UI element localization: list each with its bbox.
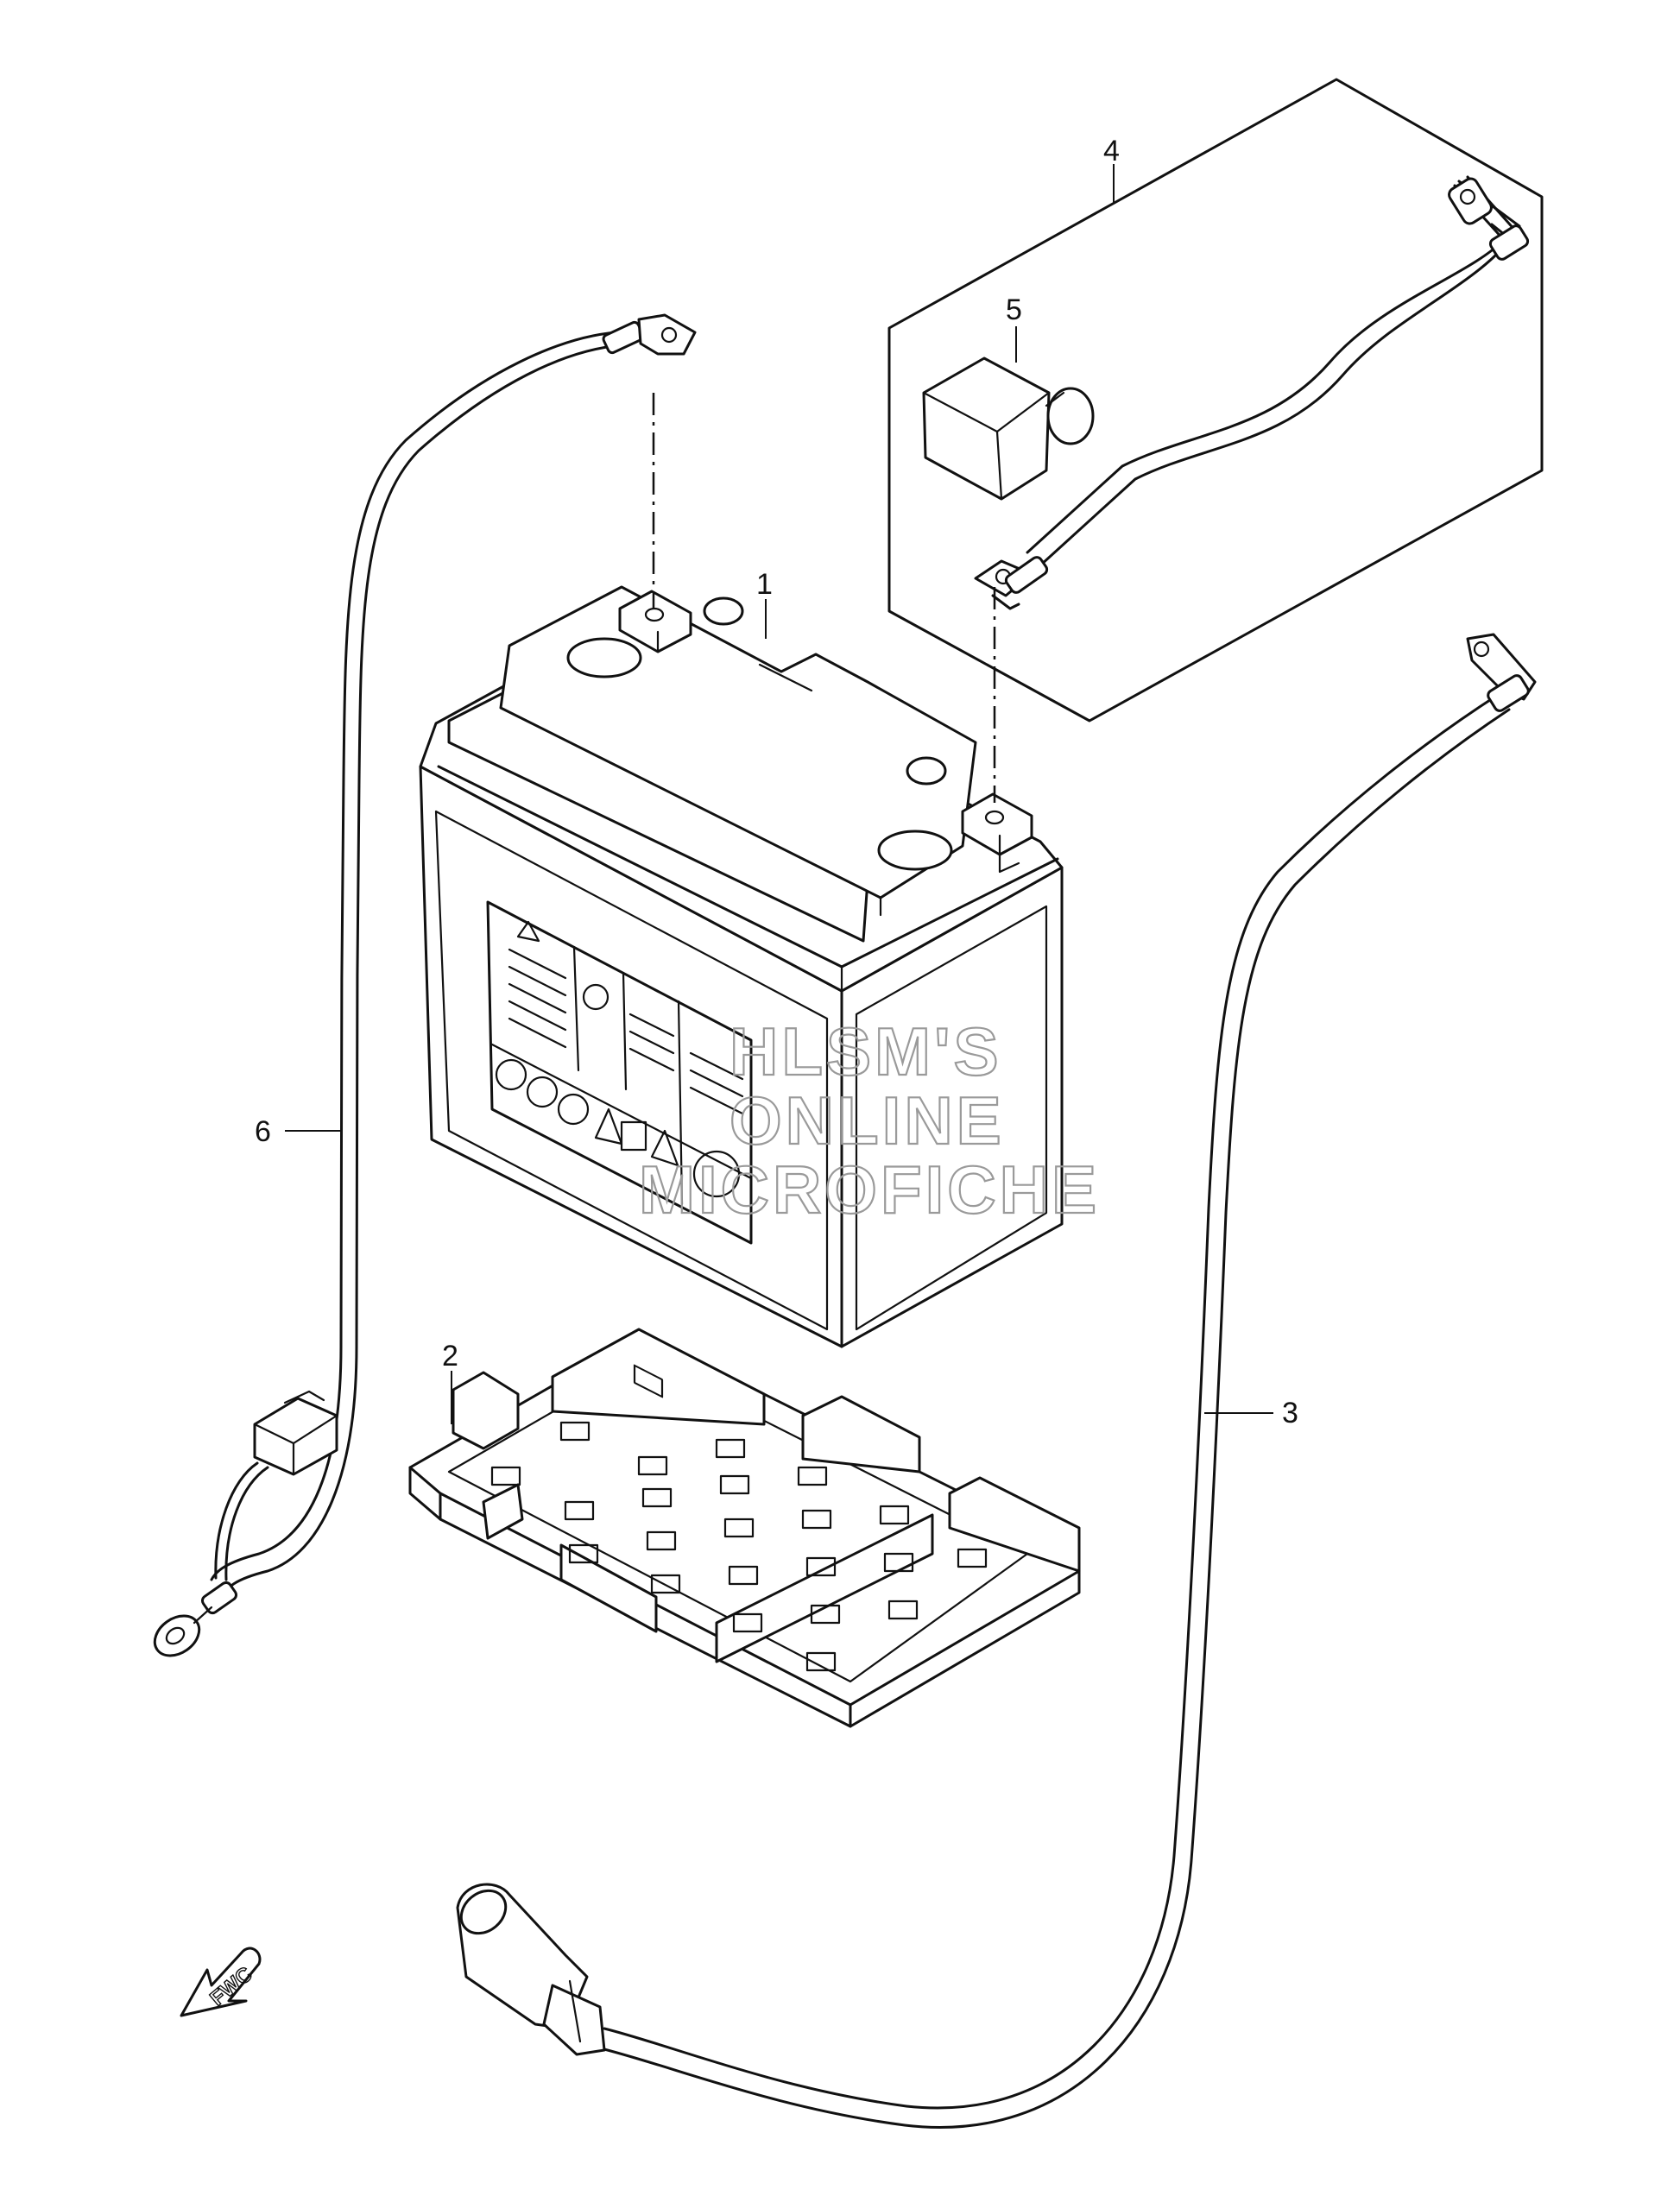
part-label-4: 4 bbox=[1103, 135, 1120, 167]
watermark-line-1: HLSM'S bbox=[729, 1013, 1002, 1089]
part-label-5: 5 bbox=[1006, 293, 1022, 326]
watermark: HLSM'S ONLINE MICROFICHE bbox=[638, 1013, 1100, 1228]
ground-wire bbox=[153, 313, 697, 1657]
part-label-2: 2 bbox=[442, 1340, 458, 1372]
battery-warning-label bbox=[486, 900, 753, 1245]
battery-terminal-right bbox=[961, 792, 1033, 874]
battery bbox=[419, 585, 1064, 1348]
part-label-1: 1 bbox=[756, 568, 773, 601]
battery-tray bbox=[408, 1328, 1081, 1728]
part-label-6: 6 bbox=[255, 1115, 271, 1148]
watermark-line-3: MICROFICHE bbox=[639, 1152, 1100, 1227]
starter-cable bbox=[456, 633, 1537, 2129]
forward-direction-arrow: FWC bbox=[180, 1947, 262, 2017]
tray-slots bbox=[490, 1364, 988, 1672]
labels: 4 5 1 6 2 3 bbox=[255, 135, 1298, 1429]
cable-set-box bbox=[887, 78, 1544, 723]
starter-cable-boot bbox=[456, 1883, 606, 2056]
cable-set-cable bbox=[974, 175, 1530, 610]
terminal-cover bbox=[922, 357, 1095, 501]
part-label-3: 3 bbox=[1282, 1397, 1298, 1429]
watermark-line-2: ONLINE bbox=[729, 1082, 1005, 1158]
